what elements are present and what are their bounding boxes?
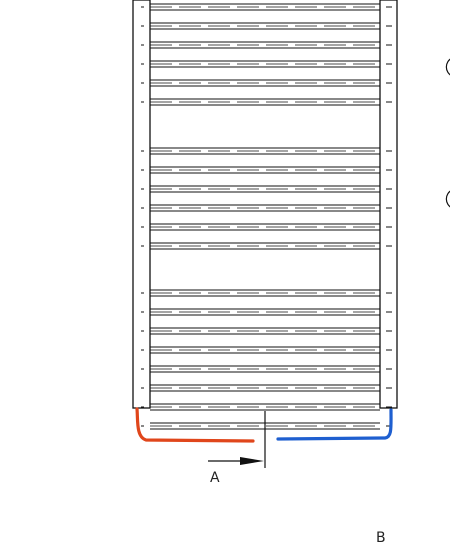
crossbar	[141, 41, 392, 49]
crossbar	[141, 242, 392, 250]
label-a: A	[210, 470, 220, 486]
crossbar	[141, 79, 392, 87]
crossbar	[141, 147, 392, 155]
crossbar	[141, 384, 392, 392]
crossbar-group	[141, 147, 392, 250]
crossbar	[141, 289, 392, 297]
crossbar	[141, 422, 392, 430]
crossbar	[141, 403, 392, 411]
hot-water-pipe	[135, 407, 255, 443]
right-rail	[379, 0, 398, 409]
crossbar	[141, 204, 392, 212]
callout-circle-2	[445, 190, 450, 208]
label-b: B	[376, 530, 386, 546]
crossbar	[141, 60, 392, 68]
crossbar	[141, 3, 392, 11]
crossbar-groups	[141, 3, 392, 430]
crossbar	[141, 308, 392, 316]
crossbar	[141, 185, 392, 193]
crossbar	[141, 223, 392, 231]
crossbar-group	[141, 289, 392, 430]
callout-circle-1	[445, 58, 450, 76]
crossbar	[141, 22, 392, 30]
cold-water-pipe	[276, 408, 393, 441]
left-rail	[132, 0, 151, 409]
crossbar	[141, 365, 392, 373]
crossbar	[141, 346, 392, 354]
crossbar	[141, 166, 392, 174]
crossbar-group	[141, 3, 392, 106]
crossbar	[141, 98, 392, 106]
crossbar	[141, 327, 392, 335]
dimension-arrow-head	[240, 457, 264, 465]
